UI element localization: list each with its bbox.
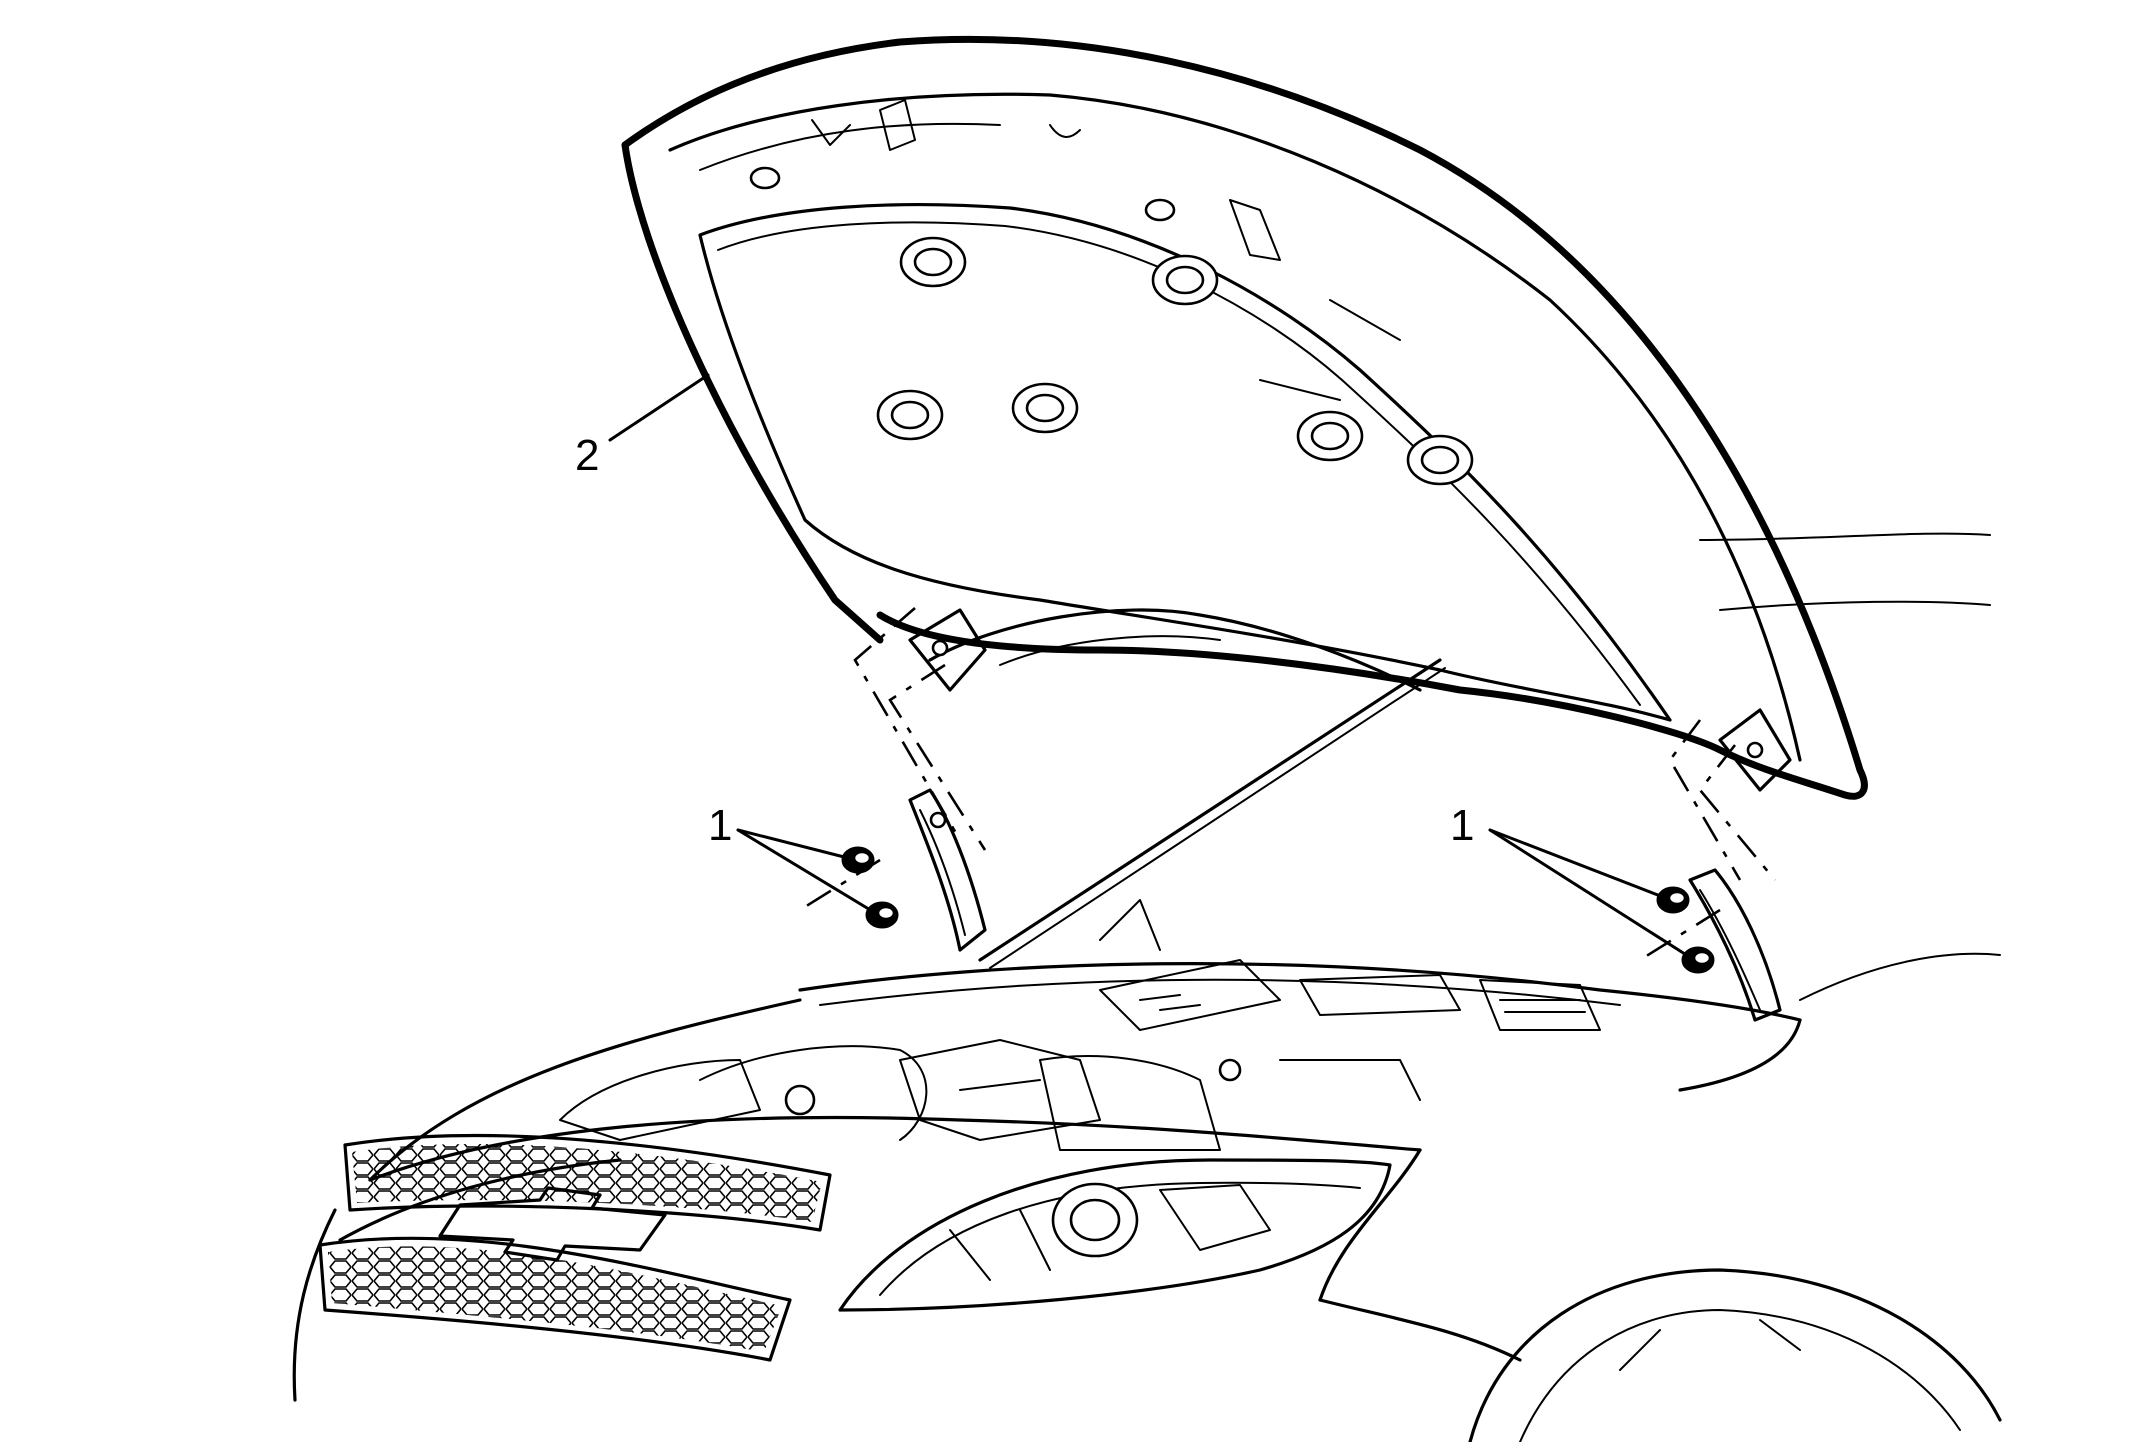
left-hinge — [908, 788, 987, 952]
hood-hinge-nuts-left — [841, 846, 899, 929]
vehicle-front-body — [292, 532, 2002, 1442]
hood-panel — [621, 35, 1868, 800]
callout-label-right-nuts: 1 — [1450, 801, 1474, 850]
chevrolet-bowtie-logo-icon — [438, 1186, 667, 1262]
hood-access-holes — [749, 166, 1474, 486]
headlamp-assembly — [838, 1158, 1392, 1312]
hood-hinge-nuts-right — [1656, 886, 1715, 974]
callout-label-left-nuts: 1 — [708, 801, 732, 850]
hood-prop-rod — [978, 658, 1446, 969]
callout-leaders — [608, 373, 1690, 958]
hood-hinge-studs — [908, 608, 1792, 792]
callout-label-hood: 2 — [575, 431, 599, 480]
front-grille — [318, 1133, 832, 1362]
right-hinge — [1688, 868, 1782, 1022]
engine-compartment — [559, 899, 1601, 1151]
